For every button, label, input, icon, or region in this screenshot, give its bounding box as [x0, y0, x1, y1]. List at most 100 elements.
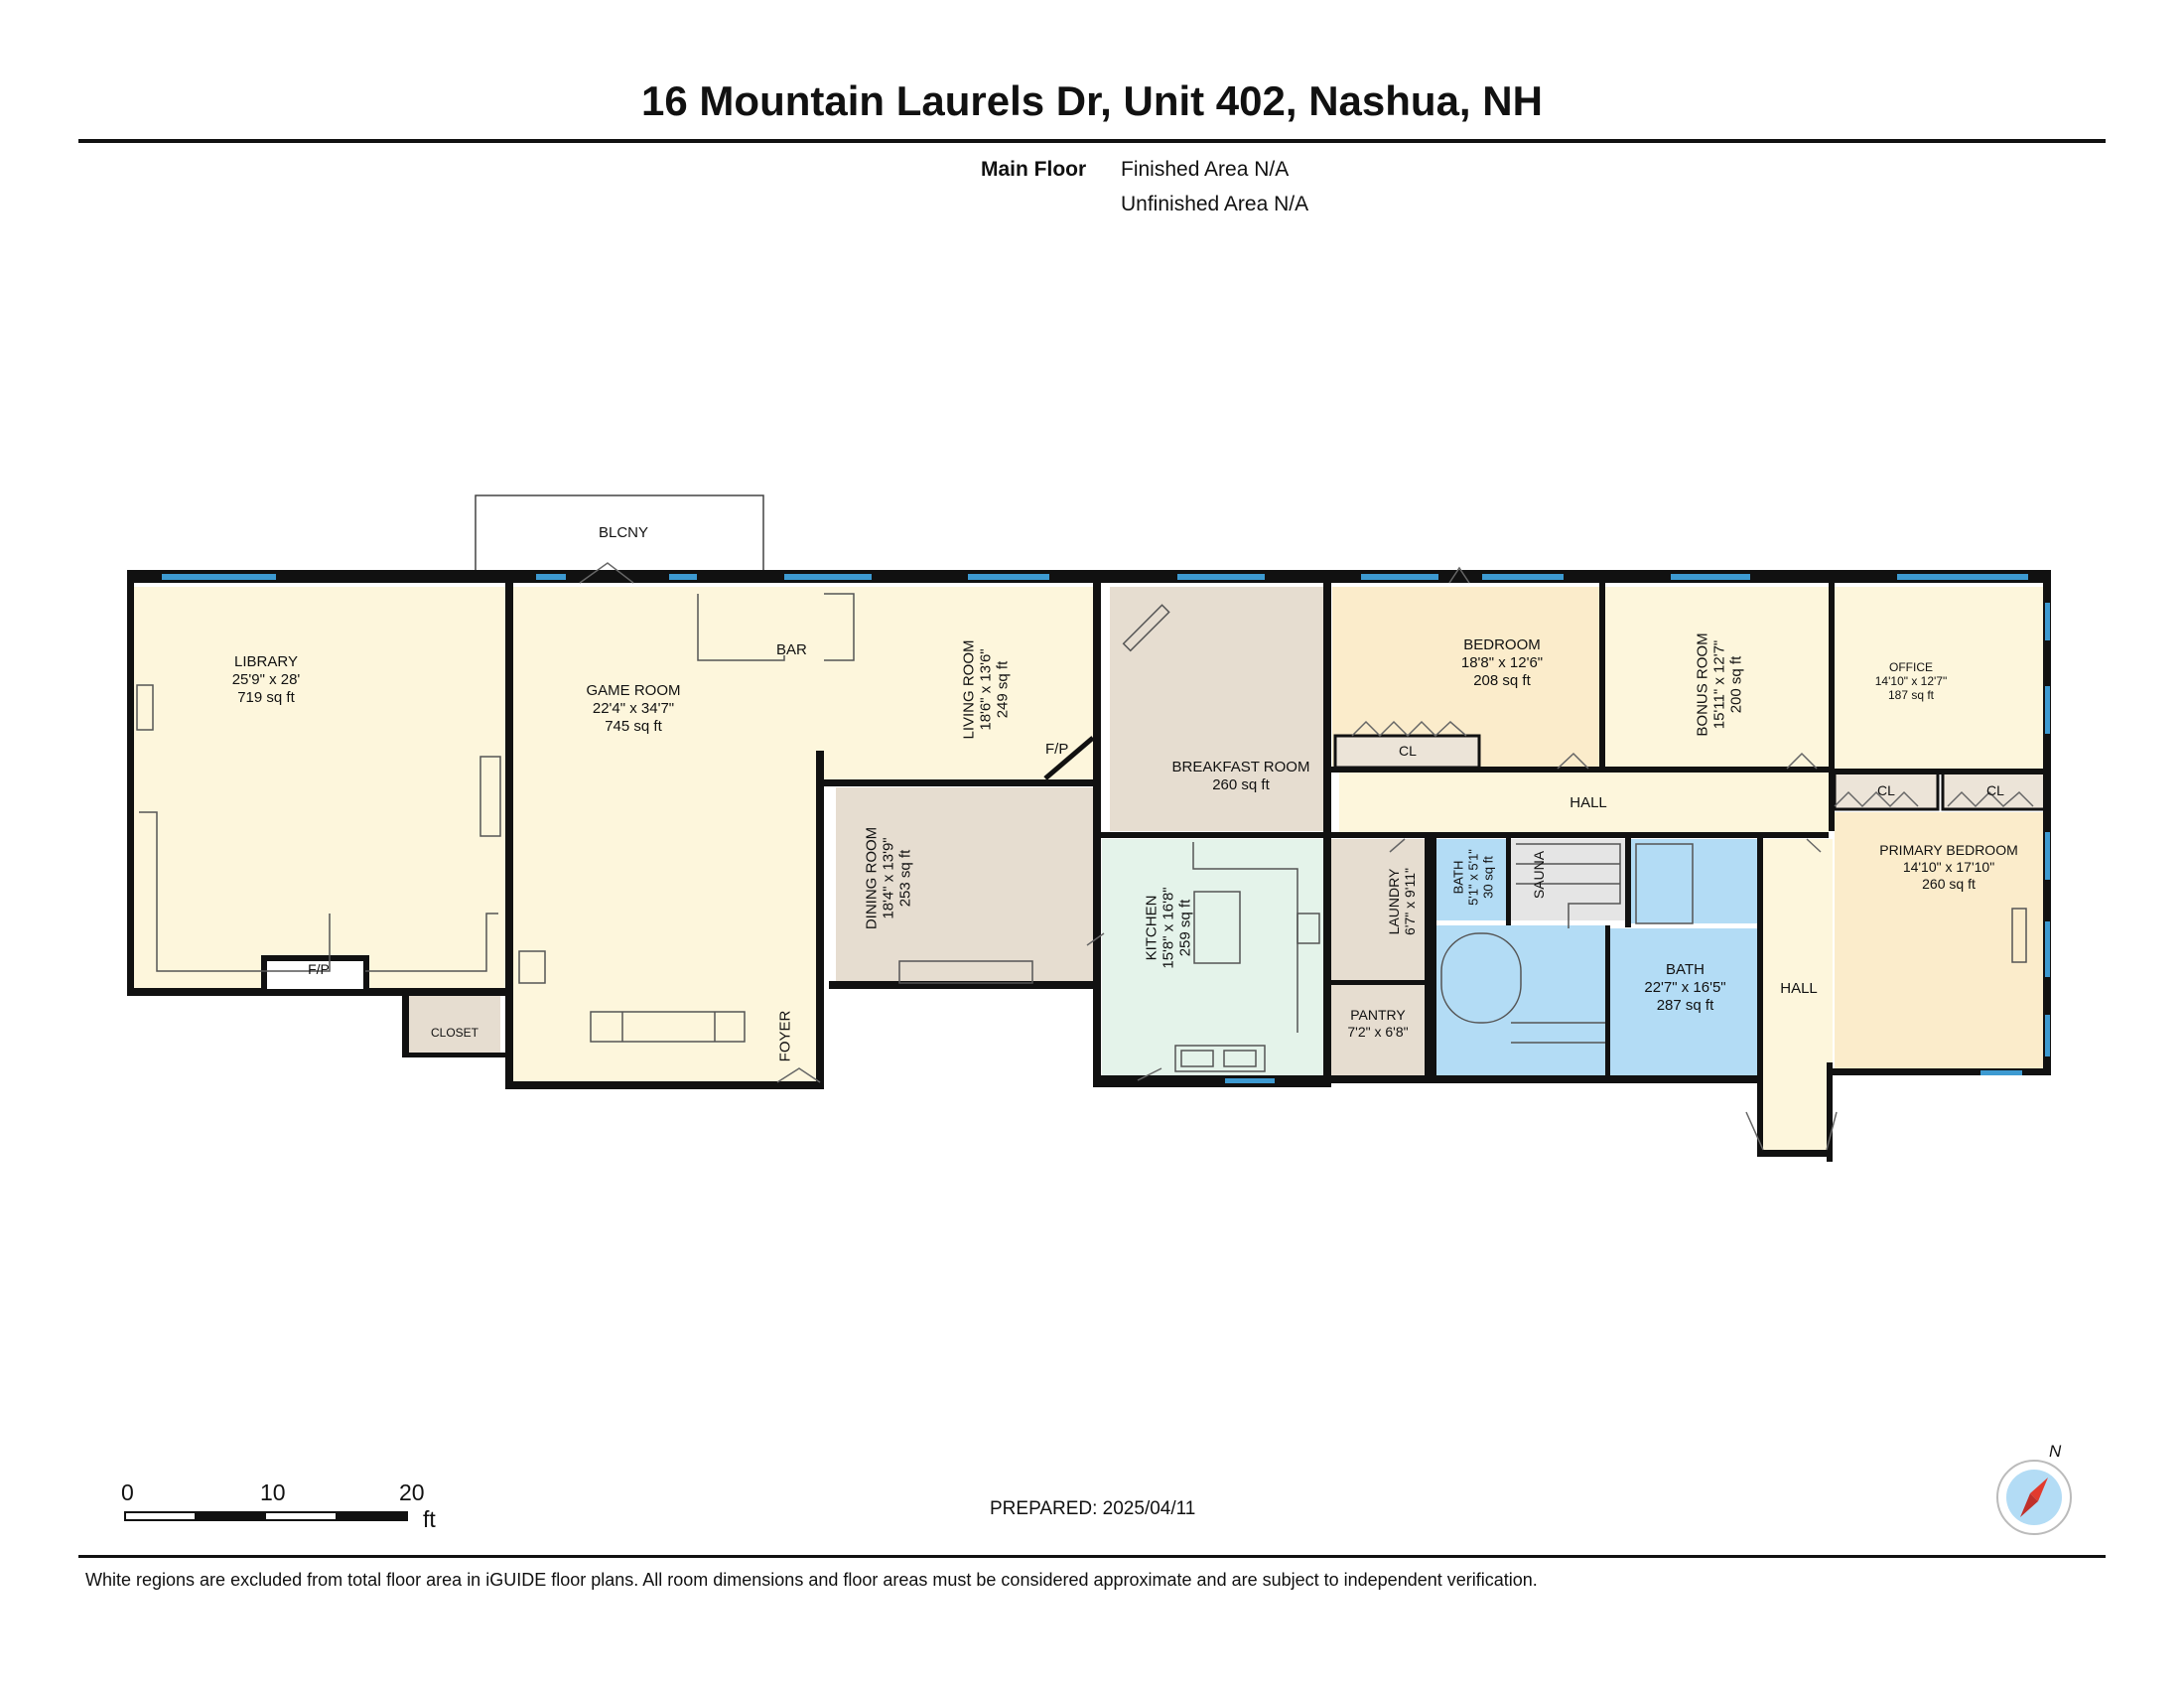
- bonus-room-dims: 15'11" x 12'7": [1710, 639, 1728, 730]
- primary-bedroom-area: 260 sq ft: [1922, 876, 1976, 892]
- dining-room-dims: 18'4" x 13'9": [880, 837, 897, 919]
- library-area: 719 sq ft: [237, 689, 295, 706]
- pantry-room: [1330, 985, 1425, 1077]
- living-room-dims: 18'6" x 13'6": [977, 648, 995, 731]
- hall-upper: [1339, 773, 1829, 834]
- balcony-label: BLCNY: [598, 524, 649, 541]
- bedroom-dims: 18'8" x 12'6": [1460, 654, 1544, 671]
- sauna-label: SAUNA: [1531, 850, 1547, 900]
- fixtures: [136, 593, 2027, 1072]
- prepared-date: PREPARED: 2025/04/11: [990, 1498, 1196, 1519]
- walls: [127, 570, 2051, 1162]
- primary-bedroom-label: PRIMARY BEDROOM 14'10" x 17'10" 260 sq f…: [1854, 842, 2043, 893]
- bath-area: 287 sq ft: [1656, 997, 1714, 1014]
- dining-room-name: DINING ROOM: [863, 826, 881, 930]
- pantry-label: PANTRY 7'2" x 6'8": [1333, 1007, 1423, 1041]
- bonus-room-area: 200 sq ft: [1727, 655, 1745, 714]
- dining-room-area: 253 sq ft: [896, 849, 914, 908]
- office-area: 187 sq ft: [1887, 688, 1935, 702]
- primary-bedroom-name: PRIMARY BEDROOM: [1879, 842, 2018, 858]
- breakfast-room-label: BREAKFAST ROOM 260 sq ft: [1152, 759, 1330, 794]
- fireplace-library-label: F/P: [308, 961, 330, 977]
- bath-name: BATH: [1666, 961, 1705, 978]
- breakfast-room-name: BREAKFAST ROOM: [1171, 759, 1310, 775]
- unfinished-area: Unfinished Area N/A: [1121, 193, 1309, 215]
- bedroom-label: BEDROOM 18'8" x 12'6" 208 sq ft: [1413, 636, 1591, 690]
- bedroom-closet-label: CL: [1399, 743, 1417, 759]
- library-label: LIBRARY 25'9" x 28' 719 sq ft: [177, 653, 355, 707]
- breakfast-room: [1110, 587, 1324, 831]
- dining-room: [836, 787, 1093, 985]
- breakfast-room-area: 260 sq ft: [1212, 776, 1270, 793]
- laundry-room: [1330, 839, 1425, 980]
- game-room-area: 745 sq ft: [605, 718, 662, 735]
- bedroom-name: BEDROOM: [1463, 636, 1541, 653]
- foyer-label: FOYER: [776, 1010, 794, 1062]
- small-bath-name: BATH: [1450, 860, 1466, 895]
- header-rule: [78, 139, 2106, 143]
- living-room: [822, 587, 1093, 781]
- game-room: [511, 587, 822, 1084]
- scale-tick-20: 20: [399, 1479, 425, 1505]
- bonus-room: [1605, 587, 1830, 769]
- game-room-name: GAME ROOM: [586, 682, 681, 699]
- kitchen-area: 259 sq ft: [1176, 899, 1194, 957]
- bar-label: BAR: [776, 641, 807, 658]
- primary-bedroom-dims: 14'10" x 17'10": [1902, 859, 1995, 875]
- office-room: [1835, 587, 2048, 769]
- dining-room-label: DINING ROOM 18'4" x 13'9" 253 sq ft: [864, 799, 914, 958]
- closet-room: [407, 996, 500, 1053]
- bath-room: [1610, 928, 1757, 1077]
- bath-shower-area: [1631, 839, 1757, 923]
- compass-icon: [1996, 1460, 2072, 1535]
- scale-tick-10: 10: [260, 1479, 286, 1505]
- bath-dims: 22'7" x 16'5": [1644, 979, 1726, 996]
- bonus-room-name: BONUS ROOM: [1694, 633, 1711, 737]
- living-room-area: 249 sq ft: [994, 660, 1012, 719]
- bonus-room-label: BONUS ROOM 15'11" x 12'7" 200 sq ft: [1695, 606, 1745, 765]
- scale-unit: ft: [423, 1506, 436, 1532]
- laundry-label: LAUNDRY 6'7" x 9'11": [1386, 832, 1418, 971]
- floor-name: Main Floor: [981, 158, 1087, 181]
- laundry-dims: 6'7" x 9'11": [1402, 868, 1418, 935]
- scale-bar: [124, 1511, 408, 1521]
- kitchen-name: KITCHEN: [1143, 895, 1160, 961]
- page-title: 16 Mountain Laurels Dr, Unit 402, Nashua…: [641, 77, 1543, 124]
- library-dims: 25'9" x 28': [231, 671, 301, 688]
- finished-area: Finished Area N/A: [1121, 158, 1290, 181]
- small-bath-area: 30 sq ft: [1480, 856, 1496, 899]
- fireplace-living-label: F/P: [1045, 741, 1069, 758]
- footer-rule: [78, 1555, 2106, 1558]
- bedroom-area: 208 sq ft: [1473, 672, 1531, 689]
- library-room: [132, 587, 505, 991]
- pantry-dims: 7'2" x 6'8": [1347, 1024, 1409, 1040]
- small-bath-dims: 5'1" x 5'1": [1465, 849, 1481, 906]
- small-bath-label: BATH 5'1" x 5'1" 30 sq ft: [1451, 833, 1496, 922]
- hall-side: [1763, 839, 1833, 1150]
- kitchen-label: KITCHEN 15'8" x 16'8" 259 sq ft: [1144, 849, 1194, 1008]
- living-room-name: LIVING ROOM: [960, 639, 978, 740]
- disclaimer: White regions are excluded from total fl…: [85, 1570, 1538, 1590]
- windows: [162, 574, 2050, 1083]
- doors: [579, 562, 2034, 1151]
- scale-tick-0: 0: [121, 1479, 134, 1505]
- kitchen-dims: 15'8" x 16'8": [1160, 887, 1177, 969]
- fireplace-living-wall: [1043, 736, 1095, 780]
- hall-upper-label: HALL: [1570, 794, 1607, 811]
- bath-label: BATH 22'7" x 16'5" 287 sq ft: [1618, 961, 1752, 1015]
- office-closet-1-label: CL: [1877, 782, 1895, 798]
- office-label: OFFICE 14'10" x 12'7" 187 sq ft: [1846, 660, 1976, 702]
- laundry-name: LAUNDRY: [1386, 868, 1402, 935]
- office-closet-2-label: CL: [1986, 782, 2004, 798]
- compass-north-label: N: [2049, 1442, 2062, 1461]
- kitchen-room: [1102, 839, 1326, 1080]
- closet-label: CLOSET: [430, 1026, 478, 1040]
- hall-side-label: HALL: [1780, 980, 1818, 997]
- game-room-label: GAME ROOM 22'4" x 34'7" 745 sq ft: [544, 682, 723, 736]
- game-room-dims: 22'4" x 34'7": [592, 700, 675, 717]
- small-bath-room: [1436, 839, 1506, 920]
- living-room-label: LIVING ROOM 18'6" x 13'6" 249 sq ft: [961, 611, 1012, 770]
- bath-left: [1436, 925, 1605, 1077]
- pantry-name: PANTRY: [1350, 1007, 1406, 1023]
